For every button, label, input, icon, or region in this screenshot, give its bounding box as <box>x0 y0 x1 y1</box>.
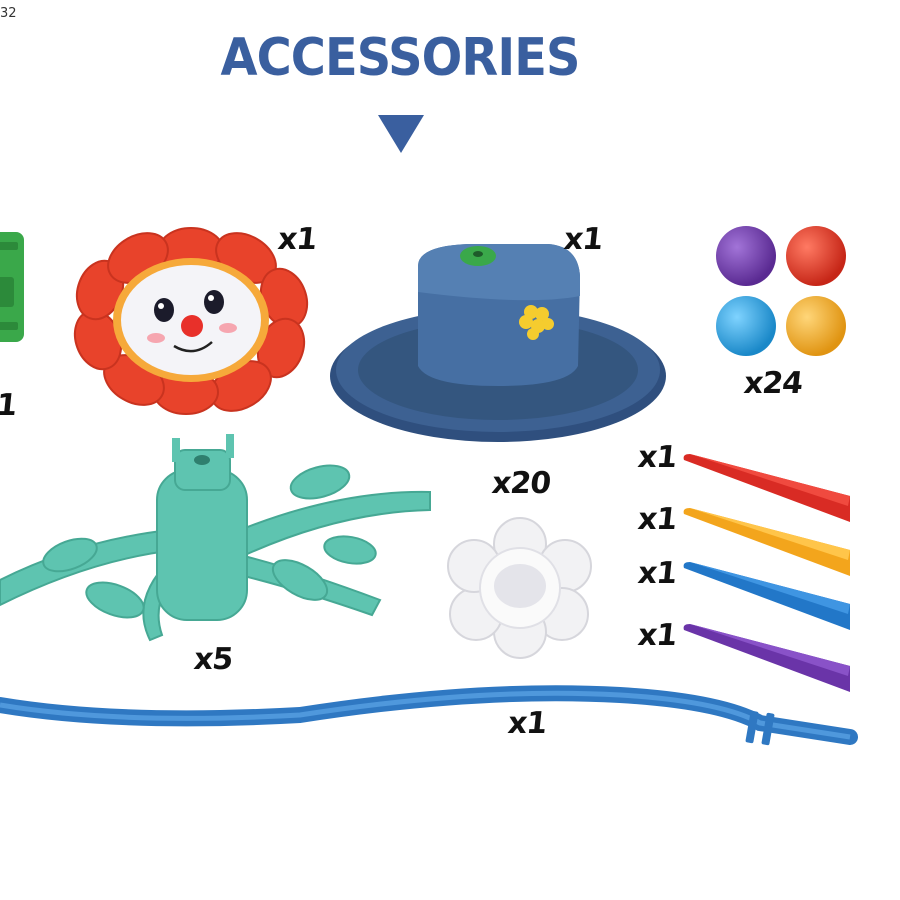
green-piece-image <box>0 232 24 342</box>
page-title: ACCESSORIES <box>220 28 580 88</box>
stem-image <box>0 434 431 642</box>
qty-tweezers-yellow: x1 <box>636 502 679 537</box>
tweezers-red-image <box>683 454 850 522</box>
qty-rail: x1 <box>506 706 549 741</box>
qty-balls: x24 <box>742 366 804 401</box>
base-tray-image <box>330 244 666 442</box>
qty-tweezers-purple: x1 <box>636 618 679 653</box>
tweezers-purple-image <box>683 624 850 692</box>
qty-stem: x5 <box>192 642 235 677</box>
qty-white-flower: x20 <box>490 466 552 501</box>
balls-image <box>716 226 846 356</box>
page-number: 32 <box>0 6 17 21</box>
down-arrow-icon <box>378 115 424 153</box>
flower-face-image <box>73 227 309 415</box>
white-flower-image <box>447 517 592 659</box>
qty-base-tray: x1 <box>562 222 605 257</box>
rail-image <box>0 685 858 746</box>
qty-green-piece: x1 <box>0 388 19 423</box>
qty-flower-face: x1 <box>276 222 319 257</box>
tweezers-blue-image <box>683 562 850 630</box>
qty-tweezers-blue: x1 <box>636 556 679 591</box>
tweezers-yellow-image <box>683 508 850 576</box>
qty-tweezers-red: x1 <box>636 440 679 475</box>
